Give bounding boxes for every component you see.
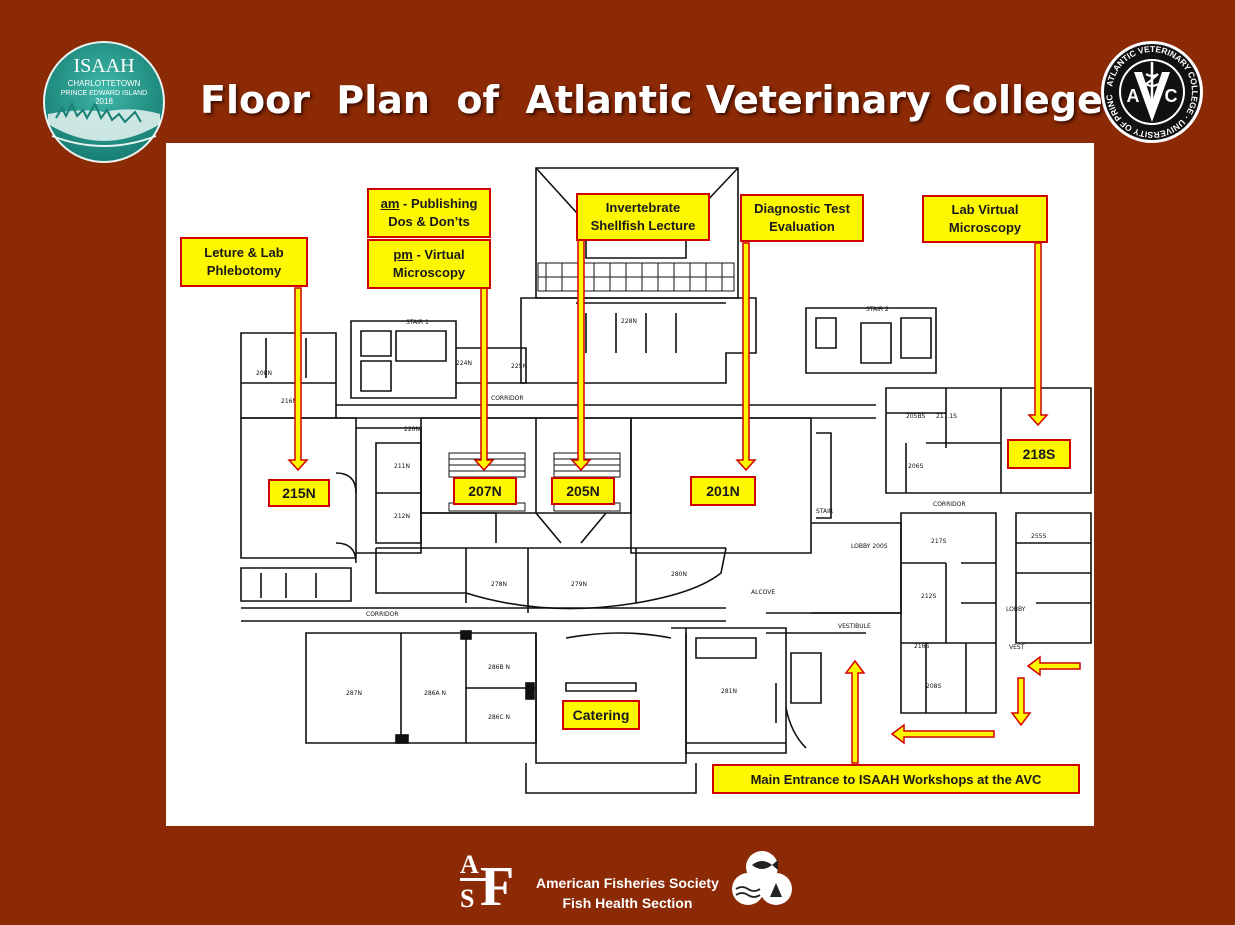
plan-label-corridor-lower: CORRIDOR <box>366 611 399 618</box>
callout-line: am - Publishing <box>369 195 489 213</box>
callout-line: Leture & Lab <box>204 245 284 260</box>
afs-org-line2: Fish Health Section <box>562 895 693 911</box>
callout-line: Shellfish Lecture <box>590 218 696 233</box>
callout-line: Evaluation <box>769 219 835 234</box>
callout-line: Microscopy <box>948 220 1022 235</box>
arrow-down-side <box>1010 677 1032 727</box>
plan-room-205s: 206S <box>908 463 923 470</box>
plan-label-vest: VEST <box>1009 644 1025 651</box>
afs-org-line1: American Fisheries Society <box>536 875 719 891</box>
room-207n: 207N <box>453 477 517 505</box>
callout-invertebrate: Invertebrate Shellfish Lecture <box>576 193 710 241</box>
plan-room-280n: 280N <box>671 571 687 578</box>
plan-label-corridor-upper: CORRIDOR <box>491 395 524 402</box>
arrow-to-215n <box>287 287 309 472</box>
plan-room-286bn: 286B N <box>488 664 510 671</box>
callout-line: Phlebotomy <box>206 263 282 278</box>
plan-label-vestibule: VESTIBULE <box>838 623 871 630</box>
plan-room-211s: 212S <box>921 593 936 600</box>
avc-seal-letter-a: A <box>1127 86 1140 106</box>
plan-label-stair: STAIR <box>816 508 833 515</box>
plan-room-205bs: 217.1S <box>936 413 957 420</box>
plan-room-212n: 212N <box>394 513 410 520</box>
afs-mark-s: S <box>460 884 474 913</box>
isaah-logo-name: ISAAH <box>73 55 134 77</box>
callout-line: Dos & Don’ts <box>388 214 470 229</box>
fish-health-icon <box>732 851 792 905</box>
plan-room-225n: 225N <box>511 363 527 370</box>
main-entrance-label: Main Entrance to ISAAH Workshops at the … <box>712 764 1080 794</box>
arrow-to-205n <box>570 237 592 472</box>
callout-line: Diagnostic Test <box>754 201 850 216</box>
plan-room-279n: 279N <box>571 581 587 588</box>
callout-line: Lab Virtual <box>951 202 1019 217</box>
floor-plan-drawing: STAIR 1 STAIR 2 CORRIDOR CORRIDOR CORRID… <box>240 167 1092 794</box>
plan-room-287n: 287N <box>346 690 362 697</box>
plan-room-224n: 224N <box>456 360 472 367</box>
plan-room-281n: 281N <box>721 688 737 695</box>
plan-room-220n: 220N <box>404 426 420 433</box>
plan-label-lobby: LOBBY 200S <box>851 543 888 550</box>
plan-arrows <box>287 237 1081 764</box>
callout-diagnostic: Diagnostic Test Evaluation <box>740 194 864 242</box>
isaah-logo-year: 2018 <box>95 97 113 106</box>
plan-room-205as: 205BS <box>906 413 925 420</box>
plan-room-215s: 208S <box>926 683 941 690</box>
callout-am-prefix: am <box>380 196 400 211</box>
callout-line: Invertebrate <box>605 200 681 215</box>
plan-label-stair1: STAIR 1 <box>406 319 429 326</box>
room-215n: 215N <box>268 479 330 507</box>
plan-room-214s: 216S <box>914 643 929 650</box>
plan-room-216n: 216N <box>281 398 297 405</box>
plan-room-278n: 278N <box>491 581 507 588</box>
callout-lecture-lab-phlebotomy: Leture & Lab Phlebotomy <box>180 237 308 287</box>
plan-room-228n: 228N <box>621 318 637 325</box>
callout-line: pm - Virtual <box>369 246 489 264</box>
arrow-to-218s <box>1027 242 1049 427</box>
callout-am-text: - Publishing <box>399 196 478 211</box>
callout-pm-prefix: pm <box>393 247 413 262</box>
isaah-logo-line1: CHARLOTTETOWN <box>68 79 141 88</box>
plan-room-208n: 208N <box>256 370 272 377</box>
arrow-to-201n <box>735 242 757 472</box>
afs-mark-f: F <box>480 856 514 915</box>
plan-label-corridor-right: CORRIDOR <box>933 501 966 508</box>
callout-pm-text: - Virtual <box>412 247 465 262</box>
plan-room-206s: 217S <box>931 538 946 545</box>
arrow-left-entrance <box>890 723 995 745</box>
isaah-logo-line2: PRINCE EDWARD ISLAND <box>61 90 147 97</box>
plan-room-286cn: 286C N <box>488 714 510 721</box>
room-201n: 201N <box>690 476 756 506</box>
plan-label-stair2: STAIR 2 <box>866 306 889 313</box>
plan-room-254s: 255S <box>1031 533 1046 540</box>
callout-line: Microscopy <box>392 265 466 280</box>
footer: A F S <box>460 845 800 918</box>
room-205n: 205N <box>551 477 615 505</box>
room-218s: 218S <box>1007 439 1071 469</box>
isaah-logo: ISAAH CHARLOTTETOWN PRINCE EDWARD ISLAND… <box>42 40 166 164</box>
avc-seal-letter-c: C <box>1165 86 1178 106</box>
callout-pm-virtual: pm - Virtual Microscopy <box>367 239 491 289</box>
plan-label-lobby2: LOBBY <box>1006 606 1026 613</box>
floor-plan: STAIR 1 STAIR 2 CORRIDOR CORRIDOR CORRID… <box>166 143 1094 826</box>
avc-seal-logo: ATLANTIC VETERINARY COLLEGE · UNIVERSITY… <box>1096 32 1204 144</box>
arrow-left-side <box>1026 655 1081 677</box>
arrow-to-207n <box>473 287 495 472</box>
callout-lab-virtual: Lab Virtual Microscopy <box>922 195 1048 243</box>
plan-room-286an: 286A N <box>424 690 446 697</box>
page-title: Floor Plan of Atlantic Veterinary Colleg… <box>200 78 1103 122</box>
arrow-up-entrance <box>844 659 866 764</box>
afs-org-name: American Fisheries Society Fish Health S… <box>536 873 719 913</box>
plan-room-211n: 211N <box>394 463 410 470</box>
catering-label: Catering <box>562 700 640 730</box>
afs-mark-a: A <box>460 850 479 879</box>
callout-am-publishing: am - Publishing Dos & Don’ts <box>367 188 491 238</box>
plan-label-alcove: ALCOVE <box>751 589 775 596</box>
